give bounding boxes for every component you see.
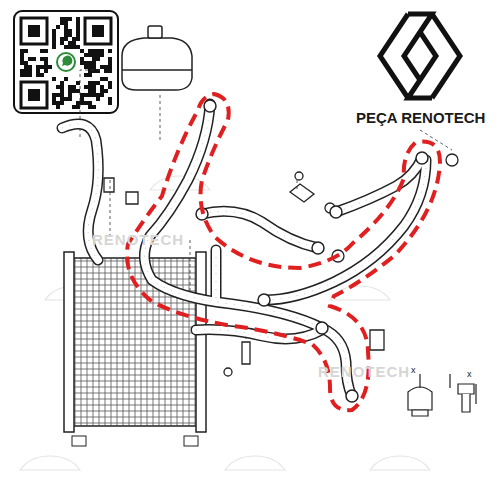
qr-frame [14, 11, 118, 113]
clip-detail [408, 374, 476, 416]
expansion-tank [122, 26, 192, 90]
whatsapp-glyph [62, 56, 72, 66]
coolant-hoses [62, 100, 428, 402]
watermark-text: RENOTECH [318, 364, 410, 381]
qr-code [20, 17, 112, 109]
watermark-text: RENOTECH [92, 232, 184, 249]
highlight-outline [127, 94, 440, 410]
dimension-label: x [466, 370, 473, 380]
whatsapp-icon [57, 53, 75, 71]
brand-label: PEÇA RENOTECH [356, 110, 485, 127]
renault-logo [380, 14, 460, 98]
dimension-label: x [410, 366, 417, 376]
